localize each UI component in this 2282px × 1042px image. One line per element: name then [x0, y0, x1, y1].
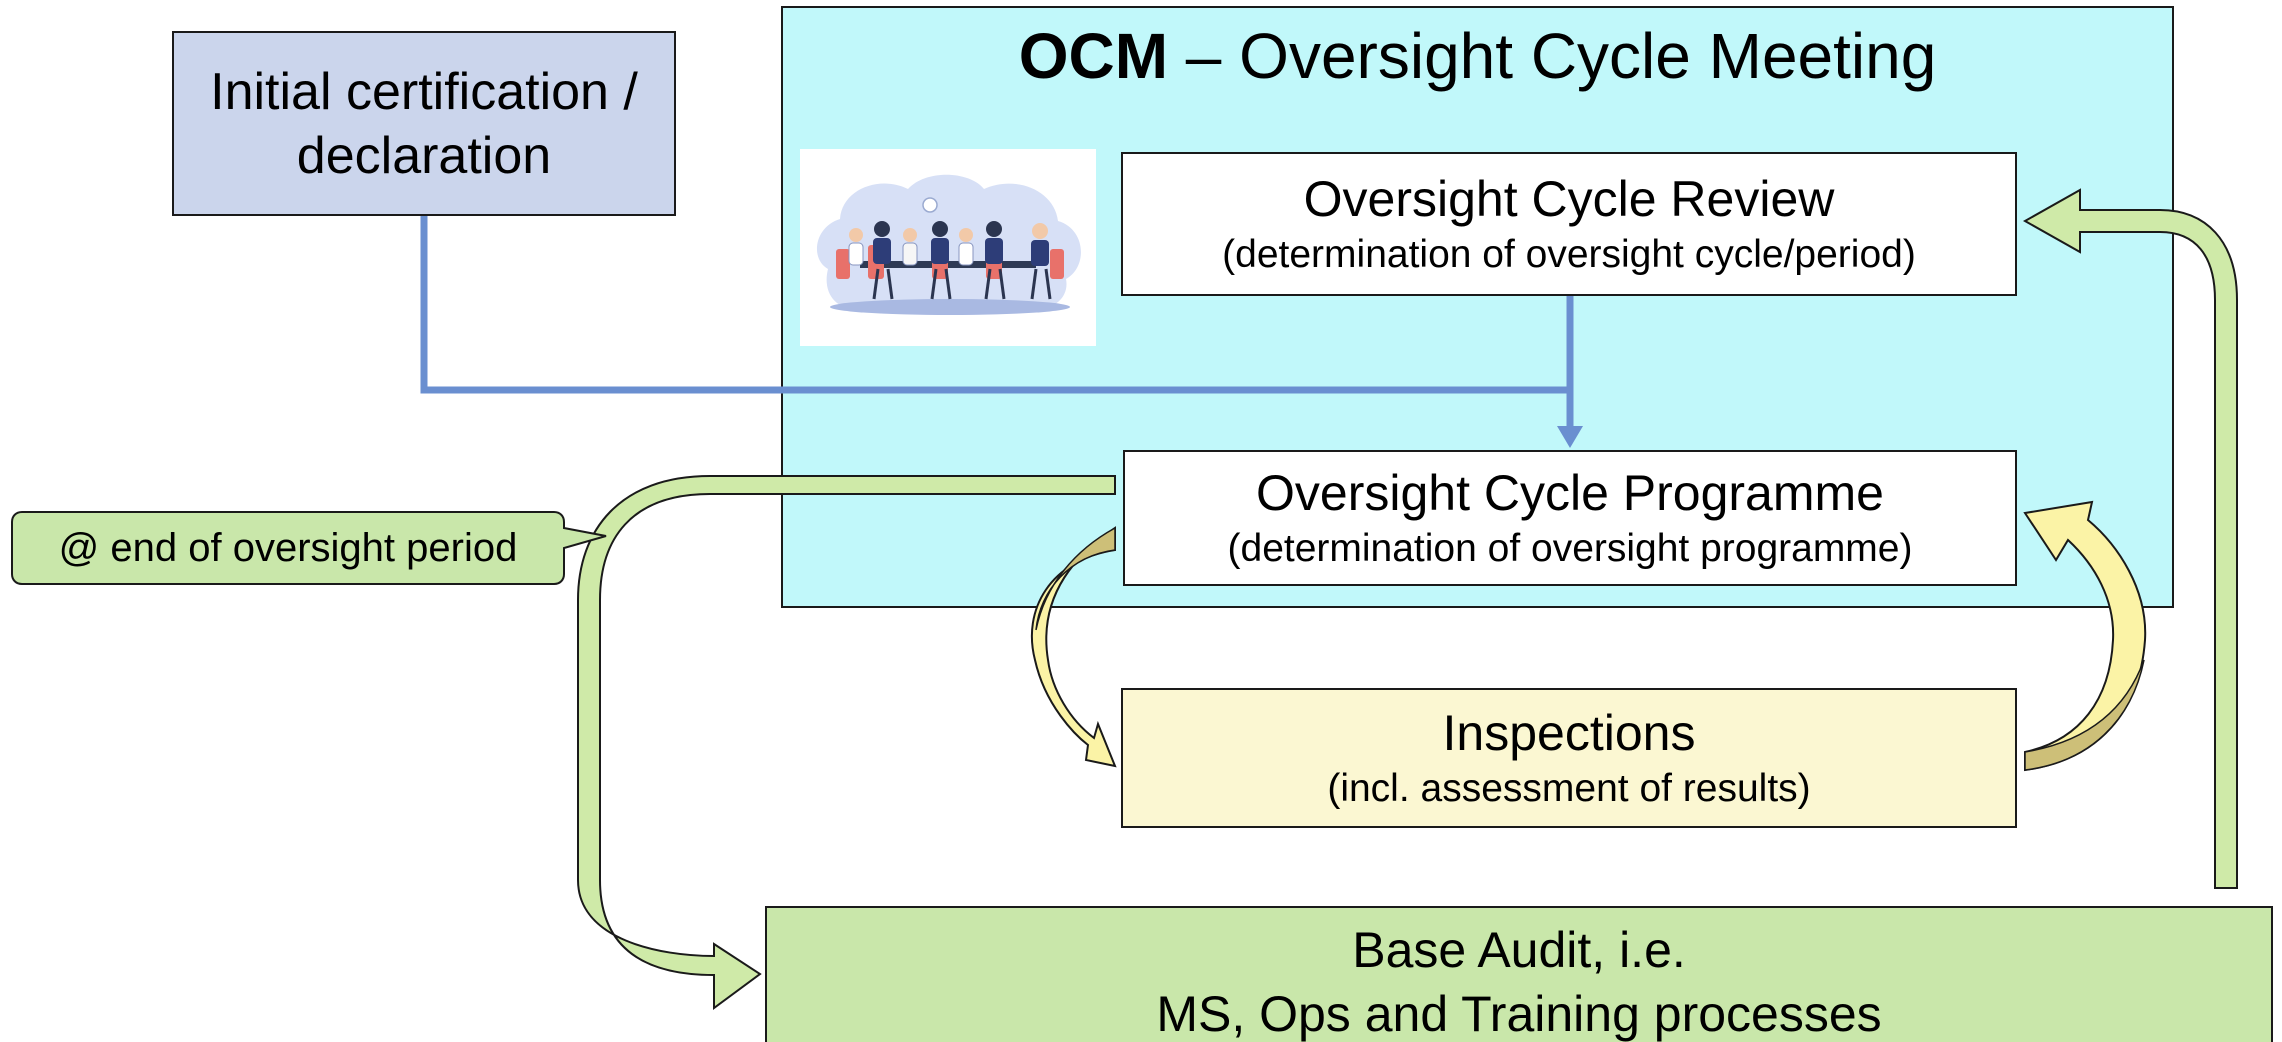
team-meeting-illustration — [800, 149, 1096, 346]
initial-to-programme-connector — [420, 216, 1570, 394]
initial-certification-line2: declaration — [296, 126, 552, 185]
inspections-subtitle: (incl. assessment of results) — [1327, 767, 1811, 810]
initial-certification-line1: Initial certification / — [210, 62, 638, 121]
end-of-period-callout: @ end of oversight period — [58, 525, 518, 570]
ocm-title-abbrev: OCM — [1018, 20, 1168, 92]
meeting-clock — [922, 197, 938, 213]
programme-title: Oversight Cycle Programme — [1256, 465, 1884, 521]
oversight-cycle-programme-box: Oversight Cycle Programme (determination… — [1123, 450, 2017, 586]
inspections-box: Inspections (incl. assessment of results… — [1121, 688, 2017, 828]
programme-to-inspections-arrow-back — [1035, 526, 1116, 631]
review-title: Oversight Cycle Review — [1303, 171, 1835, 227]
base-audit-line1: Base Audit, i.e. — [1352, 922, 1686, 978]
end-of-period-callout-shape — [11, 511, 607, 585]
meeting-people — [848, 221, 1052, 300]
inspections-to-programme-arrow — [2023, 500, 2147, 772]
review-subtitle: (determination of oversight cycle/period… — [1222, 233, 1916, 276]
inspections-to-programme-arrow-back — [2024, 659, 2145, 771]
base-audit-box: Base Audit, i.e. MS, Ops and Training pr… — [765, 906, 2273, 1042]
ocm-title: OCM – Oversight Cycle Meeting — [781, 16, 2174, 96]
meeting-floor-shadow — [830, 299, 1070, 315]
programme-arrowhead — [1557, 426, 1583, 448]
ocm-title-rest: – Oversight Cycle Meeting — [1168, 20, 1937, 92]
base-audit-to-review-arrow — [2022, 188, 2238, 889]
programme-subtitle: (determination of oversight programme) — [1227, 527, 1913, 570]
initial-certification-box: Initial certification / declaration — [172, 31, 676, 216]
oversight-cycle-review-box: Oversight Cycle Review (determination of… — [1121, 152, 2017, 296]
inspections-title: Inspections — [1442, 705, 1696, 761]
base-audit-line2: MS, Ops and Training processes — [1156, 986, 1882, 1042]
